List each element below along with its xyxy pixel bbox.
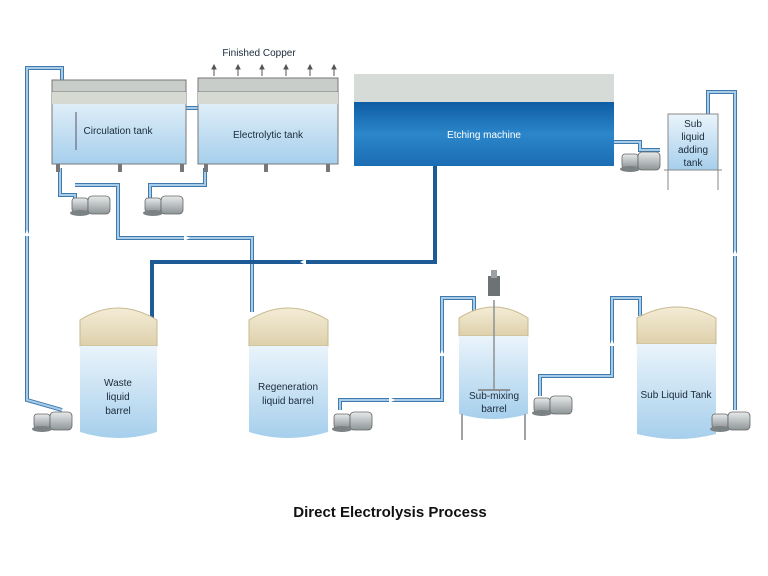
sub-adding-label-2: liquid (681, 132, 704, 143)
electrolytic-tank: Electrolytic tank (197, 77, 339, 172)
sub-adding-label-4: tank (684, 158, 704, 169)
sub-liquid-adding-tank: Sub liquid adding tank (664, 113, 722, 190)
waste-liquid-barrel: Waste liquid barrel (79, 307, 158, 438)
sub-mixing-barrel: Sub-mixing barrel (458, 270, 529, 440)
sub-liquid-tank: Sub Liquid Tank (636, 306, 717, 439)
copper-up-arrows (211, 63, 337, 76)
regeneration-label-2: liquid barrel (262, 396, 314, 407)
etching-machine-label: Etching machine (447, 130, 521, 141)
diagram-title: Direct Electrolysis Process (293, 504, 486, 521)
regeneration-liquid-barrel: Regeneration liquid barrel (248, 307, 329, 438)
sub-adding-label-1: Sub (684, 119, 702, 130)
waste-label-3: barrel (105, 406, 131, 417)
pump-sub-liquid (710, 411, 751, 432)
regeneration-label-1: Regeneration (258, 382, 318, 393)
pump-electrolytic (143, 195, 184, 216)
sub-adding-label-3: adding (678, 145, 708, 156)
sub-mixing-label-2: barrel (481, 404, 507, 415)
pump-sub-mixing (532, 395, 573, 416)
pump-sub-adding (620, 151, 661, 172)
circulation-tank-label: Circulation tank (84, 126, 154, 137)
waste-label-2: liquid (106, 392, 129, 403)
waste-label-1: Waste (104, 378, 132, 389)
pipe-network (24, 66, 738, 412)
pump-regeneration (332, 411, 373, 432)
sub-mixing-label-1: Sub-mixing (469, 391, 519, 402)
electrolytic-tank-label: Electrolytic tank (233, 130, 304, 141)
pump-circulation (70, 195, 111, 216)
circulation-tank: Circulation tank (51, 79, 187, 172)
finished-copper-label: Finished Copper (222, 48, 296, 59)
etching-machine: Etching machine (354, 74, 614, 166)
pump-waste (32, 411, 73, 432)
sub-liquid-tank-label: Sub Liquid Tank (641, 390, 713, 401)
